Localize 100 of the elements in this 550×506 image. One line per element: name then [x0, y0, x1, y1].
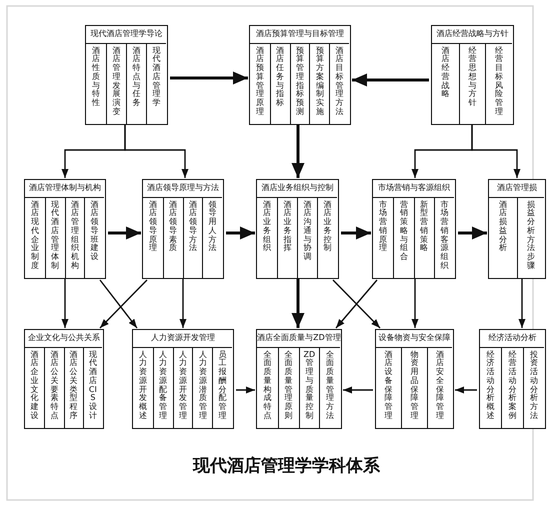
topic-heading: 酒店管理损	[496, 182, 538, 194]
subtopic-text: ZD管理与质量控制	[302, 350, 316, 421]
column-cell	[64, 346, 83, 428]
arrow	[341, 226, 371, 240]
subtopic-text: 物资用品保障管理	[409, 350, 420, 421]
subtopic-text: 经营活动分析案例	[507, 350, 518, 421]
subtopic-text: 市场营销原理	[378, 200, 388, 254]
column-cell	[182, 196, 202, 278]
topic-heading: 市场营销与客源组织	[377, 182, 451, 194]
column-cell	[278, 346, 298, 428]
subtopic-text: 人力资源配备管理	[158, 350, 168, 421]
subtopic-text: 全面质量构成特点	[262, 350, 272, 421]
topic-box	[372, 179, 456, 279]
topic-box	[85, 25, 168, 125]
topic-box	[479, 329, 546, 429]
column-cell	[516, 196, 544, 278]
subtopic-text: 酒店领导方法	[188, 200, 198, 254]
topic-heading: 酒店预算管理与目标管理	[255, 28, 345, 40]
column-cell	[44, 196, 64, 278]
subtopic-text: 酒店管理组织机构	[70, 200, 80, 271]
column-cell	[82, 346, 102, 428]
arrow	[518, 279, 526, 328]
column-cell	[329, 42, 349, 124]
subtopic-text: 预算方案编制实施	[314, 46, 325, 117]
column-cell	[458, 42, 486, 124]
topic-heading: 酒店领导原理与方法	[146, 182, 220, 194]
topic-box	[488, 179, 546, 279]
column-cell	[485, 42, 512, 124]
subtopic-text: 经济活动分析概述	[486, 350, 496, 421]
column-cell	[146, 42, 166, 124]
subtopic-text: 营销策略与组合	[398, 200, 409, 262]
column-cell	[270, 42, 290, 124]
topic-box	[132, 329, 234, 429]
subtopic-text: 酒店任务与指标	[275, 46, 286, 108]
column-cell	[277, 196, 297, 278]
topic-box	[24, 179, 106, 279]
subtopic-text: 酒店企业文化建设	[30, 350, 40, 421]
arrow	[180, 279, 186, 328]
subtopic-text: 酒店安全保障管理	[434, 350, 445, 421]
subtopic-text: 投资活动分析方法	[528, 350, 539, 421]
subtopic-text: 酒店公关类型程序	[68, 350, 79, 421]
arrow	[99, 280, 138, 328]
subtopic-text: 现代酒店管理学	[152, 46, 162, 108]
subtopic-text: 酒店领导班建设	[90, 200, 100, 262]
subtopic-text: 员工报酬分配管理	[218, 350, 228, 421]
subtopic-text: 现代酒店CIS设计	[88, 350, 98, 421]
column-cell	[172, 346, 192, 428]
subtopic-text: 预算管理指标预测	[294, 46, 305, 117]
subtopic-text: 酒店目标管理方法	[334, 46, 345, 117]
subtopic-text: 酒店领导素质	[168, 200, 178, 254]
topic-box	[249, 25, 351, 125]
subtopic-text: 酒店经营战略	[440, 46, 450, 100]
topic-heading: 现代酒店管理学导论	[90, 28, 164, 40]
subtopic-text: 人力资源开发管理	[178, 350, 188, 421]
column-cell	[393, 196, 414, 278]
subtopic-text: 全面质量管理原则	[284, 350, 294, 421]
column-cell	[64, 196, 84, 278]
column-cell	[401, 346, 427, 428]
column-cell	[414, 196, 434, 278]
column-cell	[522, 346, 544, 428]
arrow	[170, 72, 248, 84]
topic-heading: 经济活动分析	[488, 332, 538, 344]
column-cell	[317, 196, 337, 278]
column-cell	[106, 42, 126, 124]
topic-heading: 企业文化与公共关系	[27, 332, 101, 344]
subtopic-text: 酒店损益分析	[498, 200, 508, 254]
subtopic-text: 市场营销客源组织	[439, 200, 450, 271]
subtopic-text: 酒店现代企业制度	[30, 200, 40, 271]
subtopic-text: 酒店公关要素特点	[49, 350, 60, 421]
column-cell	[298, 346, 320, 428]
column-cell	[297, 196, 317, 278]
subtopic-text: 酒店领导原理	[148, 200, 158, 254]
subtopic-text: 酒店沟通与协调	[302, 200, 312, 262]
subtopic-text: 损益分析方法步骤	[526, 200, 536, 271]
subtopic-text: 酒店性质与特性	[90, 46, 101, 108]
arrow	[471, 125, 520, 178]
column-cell	[162, 196, 182, 278]
arrow	[292, 279, 304, 328]
arrow	[412, 279, 418, 328]
column-cell	[319, 346, 340, 428]
subtopic-text: 人力资源开发概述	[138, 350, 148, 421]
topic-box	[375, 329, 454, 429]
arrow	[62, 279, 68, 328]
subtopic-text: 酒店预算管理原理	[254, 46, 265, 117]
subtopic-text: 酒店管理发展演变	[112, 46, 122, 117]
arrow	[108, 226, 141, 240]
subtopic-text: 酒店特点与任务	[132, 46, 142, 108]
column-cell	[426, 346, 452, 428]
arrow	[226, 226, 255, 240]
topic-box	[431, 25, 514, 125]
subtopic-text: 领导用人方法	[208, 200, 218, 254]
arrow	[458, 226, 487, 240]
topic-heading: 酒店业务组织与控制	[260, 182, 334, 194]
subtopic-text: 新型营销策略	[419, 200, 430, 254]
topic-heading: 酒店管理体制与机构	[28, 182, 102, 194]
subtopic-text: 经营思想与方针	[467, 46, 478, 108]
arrow	[100, 280, 148, 328]
column-cell	[202, 196, 222, 278]
topic-box	[256, 329, 342, 429]
column-cell	[434, 196, 454, 278]
